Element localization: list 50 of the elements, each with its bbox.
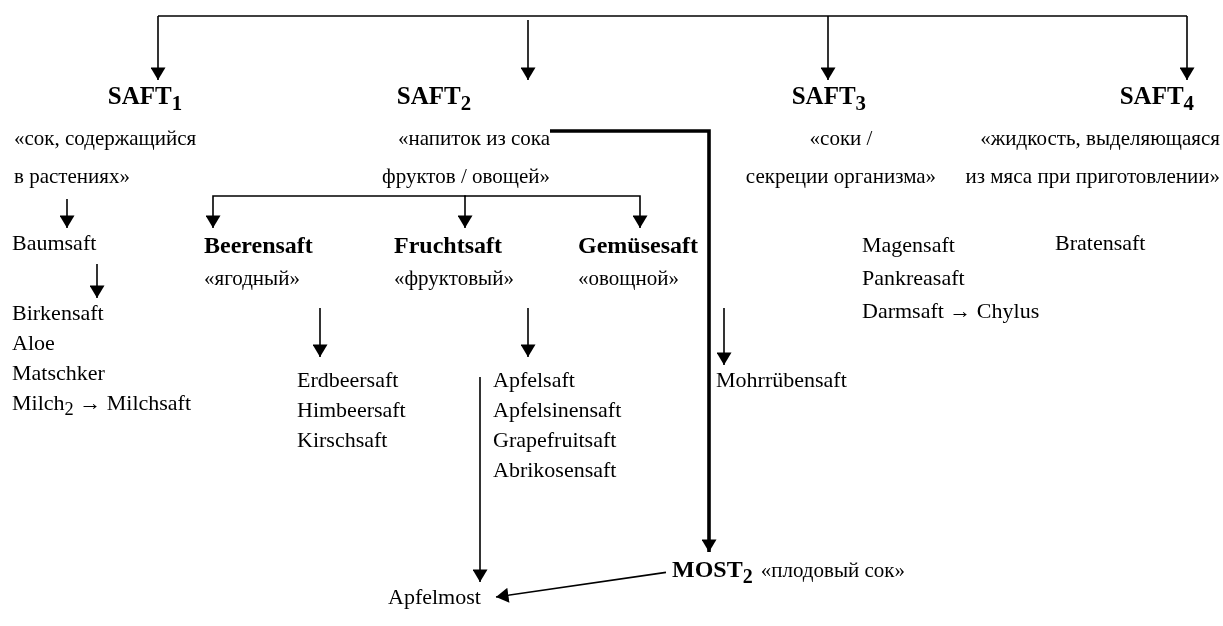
term-label: Mohrrübensaft — [716, 366, 847, 394]
term-heading: Beerensaft — [204, 231, 313, 260]
term-heading: SAFT$_{3}$ — [791, 81, 867, 117]
term-heading: SAFT$_{4}$ — [1119, 81, 1195, 117]
gloss-text: «жидкость, выделяющаяся из мяса при приготовлении» — [965, 125, 1220, 190]
term-heading: SAFT$_{1}$ — [107, 81, 183, 117]
term-label: Apfelsaft — [493, 366, 575, 394]
arrow — [495, 571, 667, 603]
term-label: Baumsaft — [12, 229, 97, 257]
gloss-text: «плодовый сок» — [760, 557, 906, 584]
term-label: Bratensaft — [1055, 229, 1146, 257]
term-label: Apfelmost — [388, 583, 481, 611]
arrow — [59, 198, 75, 229]
arrow — [550, 129, 717, 552]
arrow — [89, 263, 105, 299]
arrow — [457, 196, 473, 229]
term-label: Grapefruitsaft — [493, 426, 617, 454]
arrow — [716, 307, 732, 366]
connector-line — [157, 15, 1188, 17]
arrow — [520, 19, 536, 81]
term-label: Magensaft — [862, 231, 955, 259]
term-heading: Gemüsesaft — [578, 231, 698, 260]
term-label: Erdbeersaft — [297, 366, 399, 394]
arrow — [1179, 15, 1195, 81]
term-heading: MOST$_{2}$ — [672, 555, 753, 589]
term-heading: SAFT$_{2}$ — [396, 81, 472, 117]
term-label: Birkensaft — [12, 299, 104, 327]
gloss-text: «напиток из сока фруктов / овощей» — [382, 125, 550, 190]
gloss-text: «ягодный» — [204, 265, 300, 292]
arrow — [464, 195, 648, 229]
term-label: Aloe — [12, 329, 55, 357]
term-label: Abrikosensaft — [493, 456, 617, 484]
arrow — [205, 195, 466, 229]
arrow — [520, 307, 536, 358]
term-label: Matschker — [12, 359, 105, 387]
term-label: Apfelsinensaft — [493, 396, 622, 424]
arrow — [150, 15, 166, 81]
arrow — [312, 307, 328, 358]
gloss-text: «соки / секреции организма» — [745, 125, 937, 190]
gloss-text: «фруктовый» — [394, 265, 514, 292]
term-label: Kirschsaft — [297, 426, 388, 454]
term-heading: Fruchtsaft — [394, 231, 502, 260]
term-label: Himbeersaft — [297, 396, 406, 424]
term-label: Darmsaft → Chylus — [862, 297, 1040, 325]
gloss-text: «овощной» — [578, 265, 679, 292]
arrow — [472, 376, 488, 583]
gloss-text: «сок, содержащийся в растениях» — [14, 125, 197, 190]
term-label: Milch$_{2}$ → Milchsaft — [12, 389, 192, 422]
term-label: Pankreasaft — [862, 264, 965, 292]
arrow — [820, 15, 836, 81]
